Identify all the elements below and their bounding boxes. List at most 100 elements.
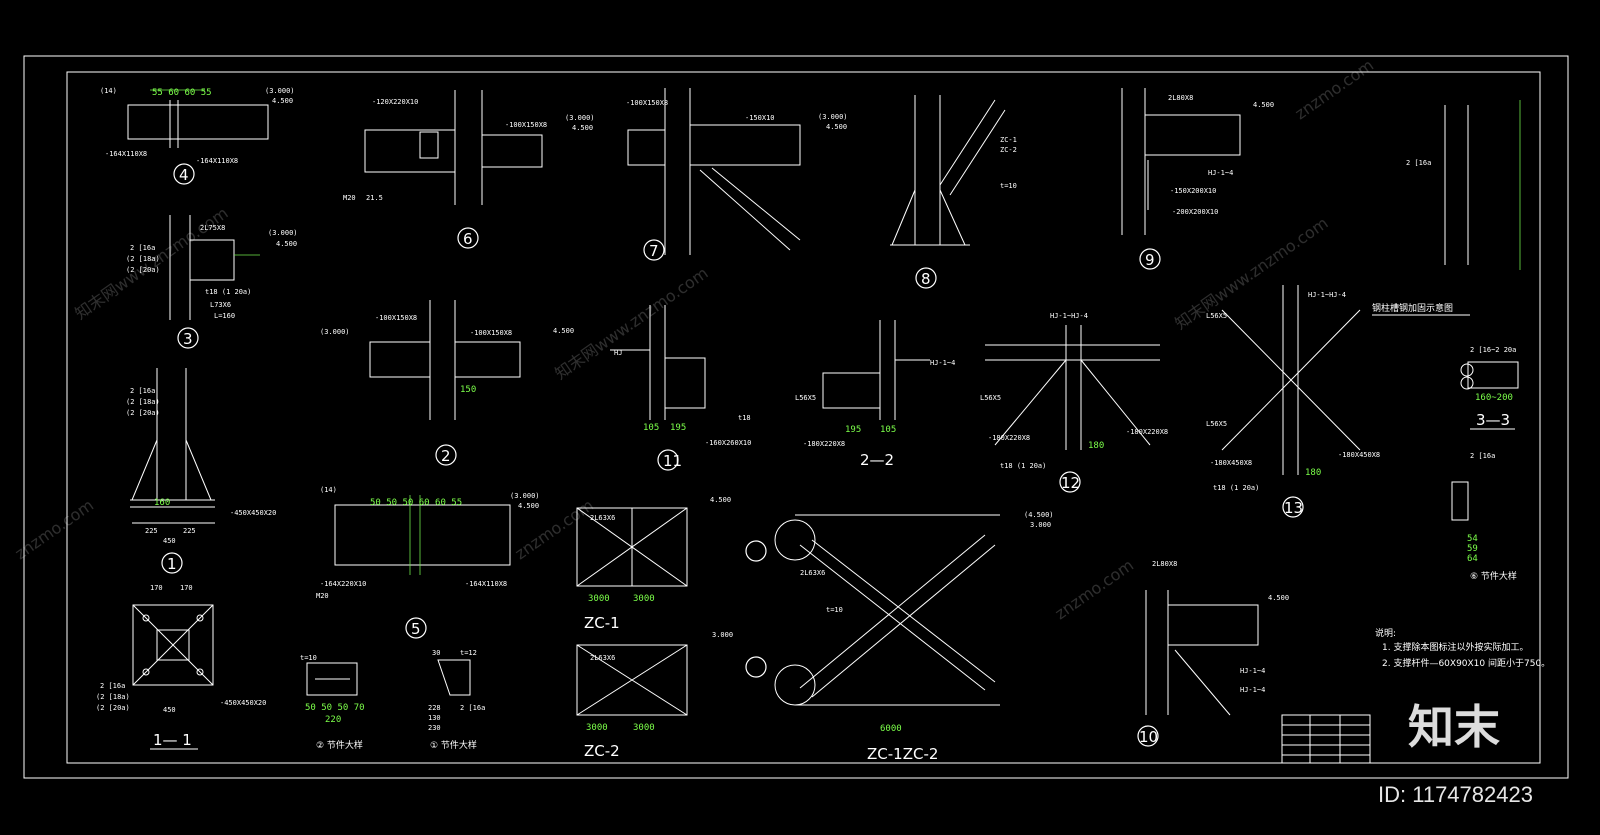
svg-text:30: 30 [432, 649, 440, 657]
svg-text:160: 160 [154, 498, 170, 508]
svg-text:-150X10: -150X10 [745, 114, 775, 122]
svg-text:2 [16a: 2 [16a [130, 387, 155, 395]
detail-part-6: 2 [16a 54 59 64 ⑥ 节件大样 [1451, 452, 1517, 582]
svg-text:-100X150X8: -100X150X8 [470, 329, 512, 337]
svg-text:1— 1: 1— 1 [153, 731, 192, 749]
zc-combined-detail: (4.500) 3.000 2L63X6 t=10 6000 ZC-1ZC-2 [745, 511, 1054, 763]
section-1-1: 170 170 -450X450X20 2 [16a (2 [18a) (2 [… [96, 584, 266, 750]
svg-text:2. 支撑杆件—60X90X10 间距小于750。: 2. 支撑杆件—60X90X10 间距小于750。 [1382, 657, 1550, 669]
svg-text:-120X220X10: -120X220X10 [372, 98, 418, 106]
svg-text:-160X260X10: -160X260X10 [705, 439, 751, 447]
svg-text:1. 支撑除本图标注以外按实际加工。: 1. 支撑除本图标注以外按实际加工。 [1382, 641, 1528, 653]
svg-text:(3.000): (3.000) [510, 492, 540, 500]
svg-text:-180X450X8: -180X450X8 [1338, 451, 1380, 459]
svg-text:ZC-1: ZC-1 [1000, 136, 1017, 144]
detail-13: HJ-1~HJ-4 L56X5 L56X5 -180X450X8 -180X45… [1206, 285, 1380, 518]
svg-text:1: 1 [167, 555, 177, 573]
svg-text:450: 450 [163, 537, 176, 545]
svg-text:ZC-1: ZC-1 [584, 614, 620, 632]
svg-text:2 [16a: 2 [16a [100, 682, 125, 690]
watermarks: znzmo.com 知末网www.znzmo.com znzmo.com 知末网… [11, 55, 1377, 623]
svg-text:-164X110X8: -164X110X8 [196, 157, 238, 165]
svg-text:HJ-1~4: HJ-1~4 [930, 359, 955, 367]
svg-text:5: 5 [411, 620, 421, 638]
inner-frame [66, 71, 1541, 764]
detail-9: 2L80X8 4.500 HJ-1~4 -150X200X10 -200X200… [1121, 88, 1274, 270]
svg-text:225: 225 [183, 527, 196, 535]
svg-text:50 50 50 60 60 55: 50 50 50 60 60 55 [370, 498, 462, 508]
svg-text:2: 2 [441, 447, 451, 465]
svg-text:-450X450X20: -450X450X20 [220, 699, 266, 707]
svg-text:55 60 60 55: 55 60 60 55 [152, 88, 212, 98]
svg-text:M20: M20 [316, 592, 329, 600]
brand-logo: 知末 [1408, 700, 1500, 754]
detail-1: 2 [16a (2 [18a) (2 [20a) 225 225 450 -45… [126, 368, 276, 574]
svg-text:10: 10 [1139, 728, 1158, 746]
svg-text:-180X220X8: -180X220X8 [988, 434, 1030, 442]
svg-text:228: 228 [428, 704, 441, 712]
svg-text:② 节件大样: ② 节件大样 [316, 739, 363, 751]
svg-text:(14): (14) [320, 486, 337, 494]
svg-text:54: 54 [1467, 534, 1478, 544]
detail-7: -100X150X8 -150X10 (3.000) 4.500 7 [626, 88, 848, 261]
svg-text:3.000: 3.000 [712, 631, 733, 639]
svg-text:知末网www.znzmo.com: 知末网www.znzmo.com [71, 203, 231, 323]
svg-text:-164X110X8: -164X110X8 [465, 580, 507, 588]
svg-text:-180X220X8: -180X220X8 [1126, 428, 1168, 436]
svg-text:2 [16a: 2 [16a [130, 244, 155, 252]
zc-2-elevation: 2L63X6 3000 3000 3.000 ZC-2 [576, 631, 733, 760]
svg-text:230: 230 [428, 724, 441, 732]
svg-text:6: 6 [463, 230, 473, 248]
svg-text:2 [16~2 20a: 2 [16~2 20a [1470, 346, 1516, 354]
svg-text:t=12: t=12 [460, 649, 477, 657]
svg-text:ZC-2: ZC-2 [1000, 146, 1017, 154]
svg-text:-180X220X8: -180X220X8 [803, 440, 845, 448]
svg-text:ZC-2: ZC-2 [584, 742, 620, 760]
svg-text:2—2: 2—2 [860, 451, 894, 469]
svg-text:3.000: 3.000 [1030, 521, 1051, 529]
svg-text:170: 170 [150, 584, 163, 592]
svg-text:105: 105 [880, 425, 896, 435]
svg-text:-100X150X8: -100X150X8 [505, 121, 547, 129]
svg-text:(2 [18a): (2 [18a) [96, 693, 130, 701]
svg-text:知末网www.znzmo.com: 知末网www.znzmo.com [1171, 213, 1331, 333]
svg-text:(2 [18a): (2 [18a) [126, 398, 160, 406]
svg-text:50 50 50 70: 50 50 50 70 [305, 703, 365, 713]
svg-text:M20: M20 [343, 194, 356, 202]
svg-text:(2 [20a): (2 [20a) [126, 409, 160, 417]
title-block [1281, 714, 1371, 764]
svg-text:-150X200X10: -150X200X10 [1170, 187, 1216, 195]
svg-text:3000: 3000 [633, 594, 655, 604]
notes: 说明: 1. 支撑除本图标注以外按实际加工。 2. 支撑杆件—60X90X10 … [1375, 627, 1550, 669]
svg-text:2 [16a: 2 [16a [460, 704, 485, 712]
svg-text:知末网www.znzmo.com: 知末网www.znzmo.com [551, 263, 711, 383]
svg-text:L56X5: L56X5 [1206, 312, 1227, 320]
svg-text:HJ-1~HJ-4: HJ-1~HJ-4 [1308, 291, 1346, 299]
svg-text:4.500: 4.500 [1268, 594, 1289, 602]
svg-text:(3.000): (3.000) [320, 328, 350, 336]
svg-text:4.500: 4.500 [276, 240, 297, 248]
svg-text:(14): (14) [100, 87, 117, 95]
svg-text:4.500: 4.500 [826, 123, 847, 131]
svg-text:13: 13 [1284, 499, 1303, 517]
svg-text:知末: 知末 [1408, 700, 1500, 754]
svg-text:150: 150 [460, 385, 476, 395]
svg-text:L56X5: L56X5 [980, 394, 1001, 402]
svg-text:4: 4 [179, 166, 189, 184]
detail-6: -120X220X10 -100X150X8 M20 21.5 (3.000) … [343, 90, 595, 249]
svg-text:6000: 6000 [880, 724, 902, 734]
svg-text:2L63X6: 2L63X6 [590, 514, 615, 522]
svg-text:3000: 3000 [588, 594, 610, 604]
zc-1-elevation: 2L63X6 3000 3000 4.500 ZC-1 [576, 496, 731, 632]
section-3-3: 2 [16~2 20a 160~200 3—3 [1460, 346, 1519, 430]
detail-8: ZC-1 ZC-2 t=10 8 [890, 95, 1017, 289]
svg-text:(2 [20a): (2 [20a) [126, 266, 160, 274]
svg-text:HJ-1~HJ-4: HJ-1~HJ-4 [1050, 312, 1088, 320]
svg-text:t=10: t=10 [826, 606, 843, 614]
svg-text:3000: 3000 [633, 723, 655, 733]
svg-text:-100X150X8: -100X150X8 [375, 314, 417, 322]
svg-text:(4.500): (4.500) [1024, 511, 1054, 519]
svg-text:HJ: HJ [614, 349, 622, 357]
svg-text:8: 8 [921, 270, 931, 288]
